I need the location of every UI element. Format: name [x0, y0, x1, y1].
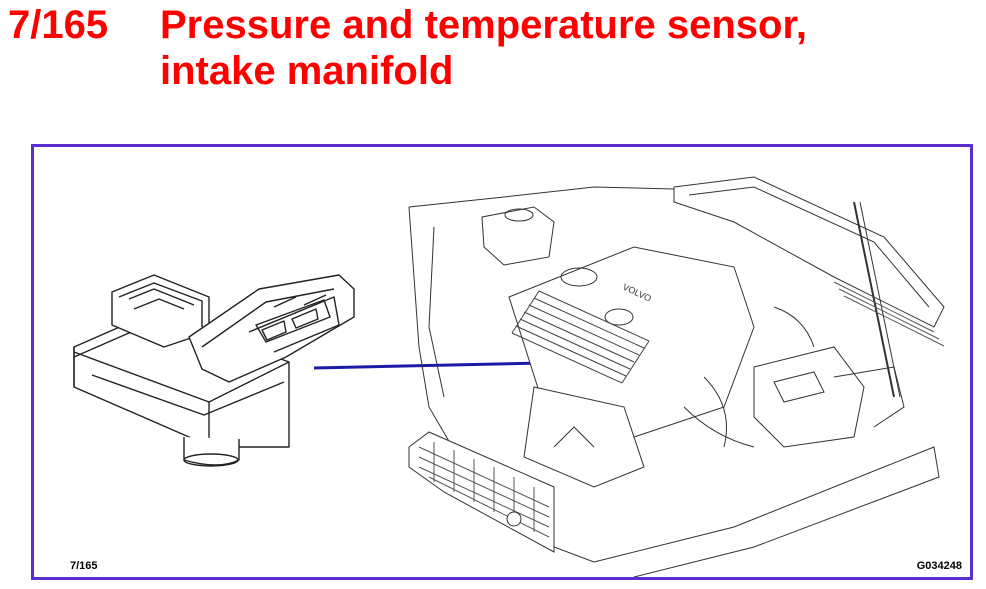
figure-illustration: VOLVO	[73, 176, 945, 577]
sensor-illustration	[73, 274, 355, 467]
title-line-2: intake manifold	[160, 49, 454, 93]
figure-frame: VOLVO	[31, 144, 973, 580]
figure-code-left: 7/165	[70, 560, 98, 572]
page-number: 7/165	[8, 3, 109, 47]
engine-bay-illustration: VOLVO	[408, 176, 945, 577]
figure-code-right: G034248	[916, 560, 962, 572]
leader-line	[313, 361, 543, 370]
page-title: Pressure and temperature sensor, intake …	[160, 2, 960, 94]
title-line-1: Pressure and temperature sensor,	[160, 3, 807, 47]
